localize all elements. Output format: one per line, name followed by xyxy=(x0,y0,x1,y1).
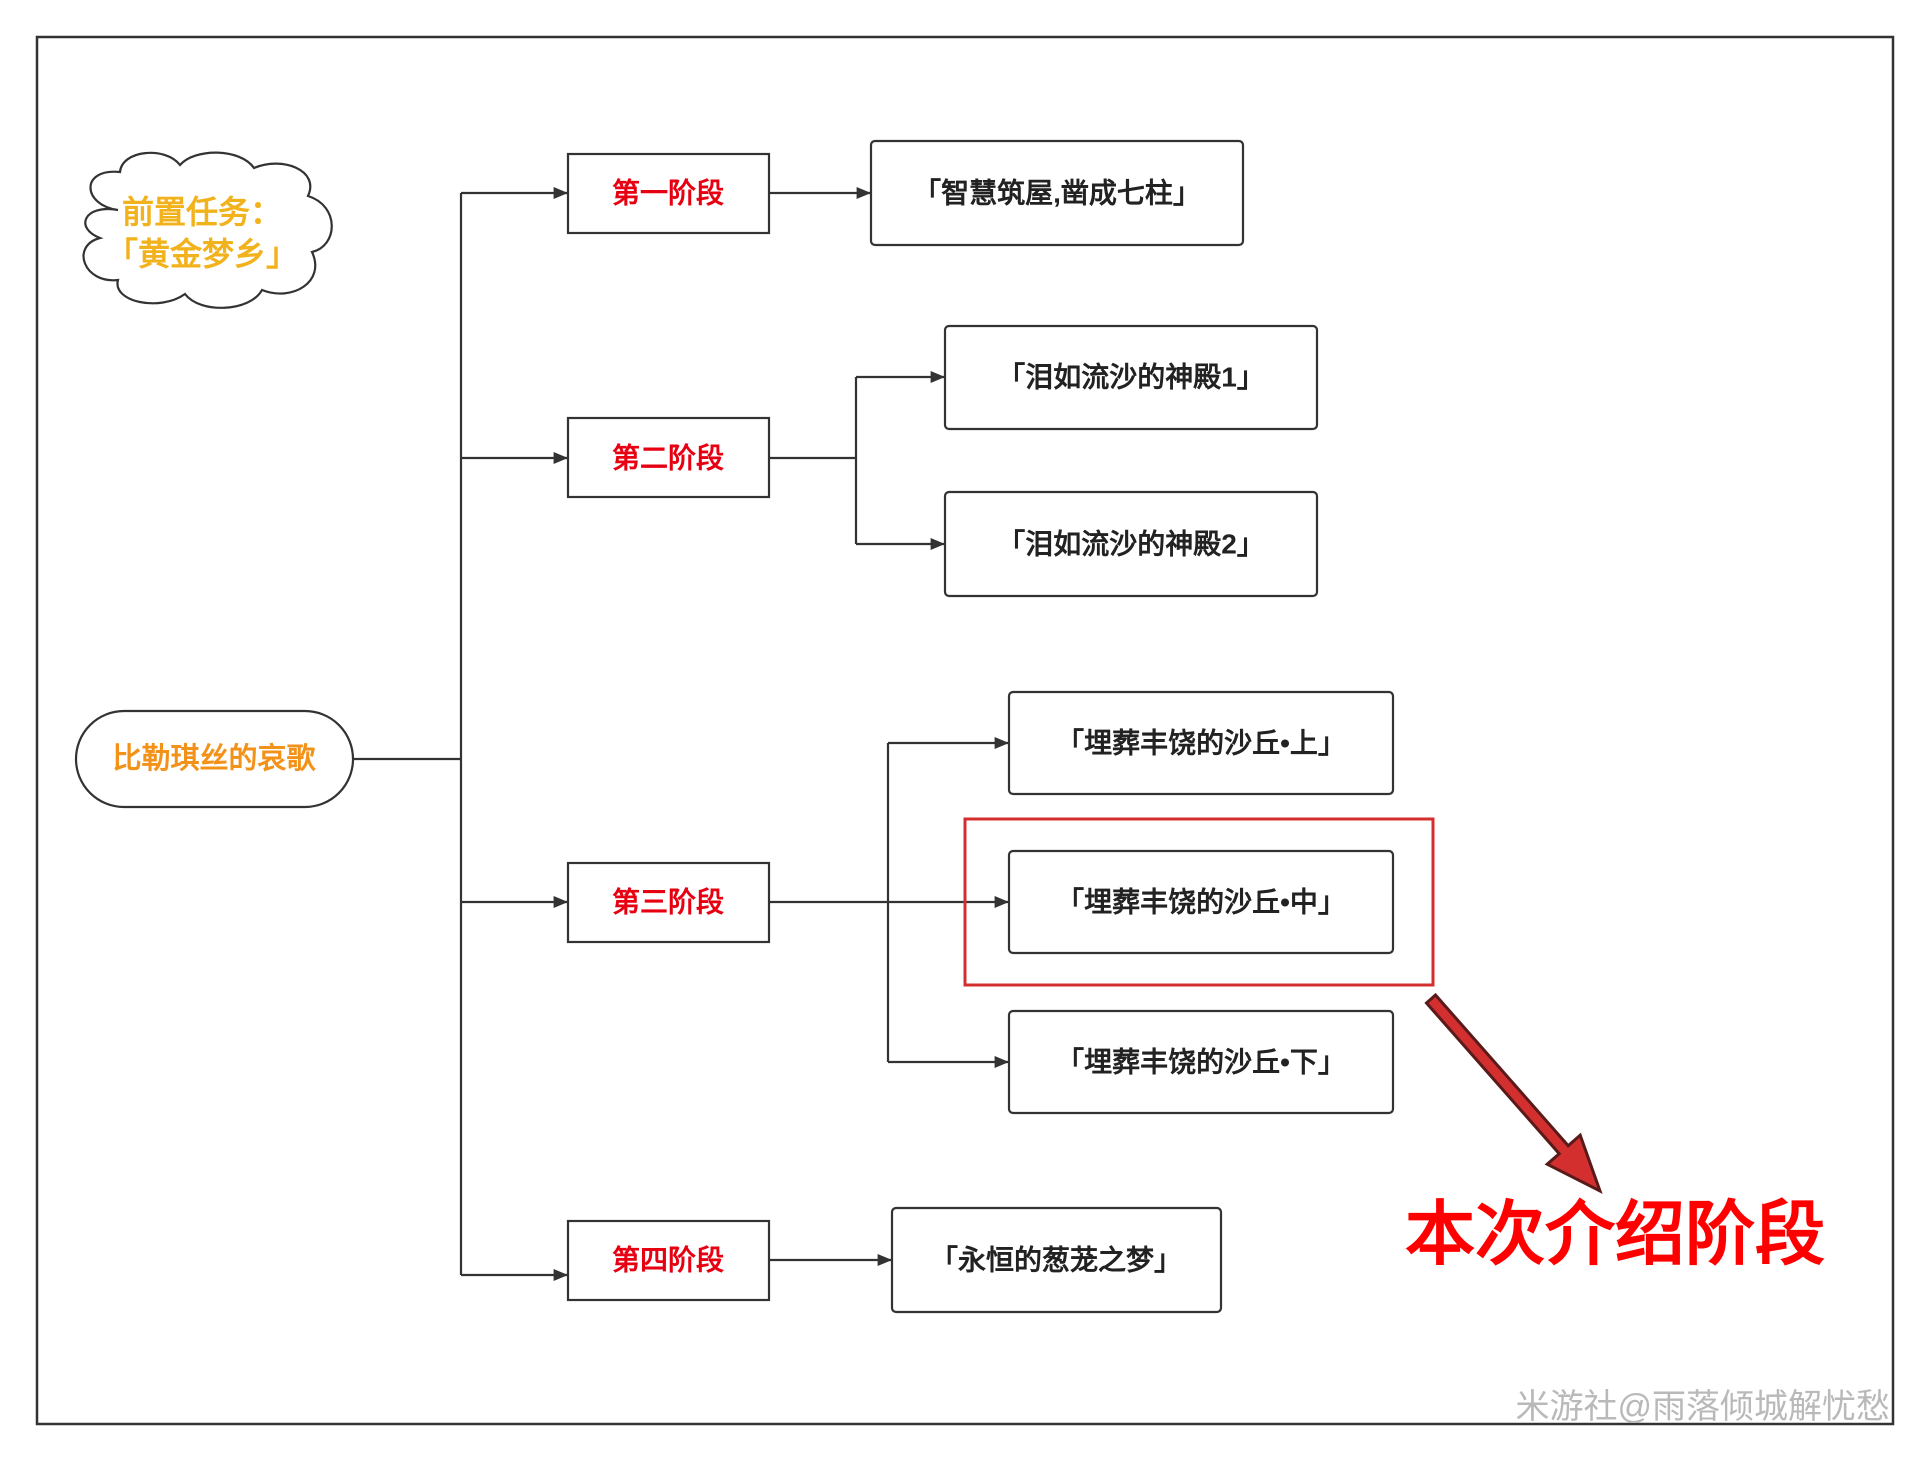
task-1-1-box xyxy=(869,139,1245,247)
task-3-3-box xyxy=(1007,1009,1395,1115)
outer-frame xyxy=(35,35,1895,1426)
stage-2: 第二阶段 「泪如流沙的神殿1」 「泪如流沙的神殿2」 xyxy=(566,324,1319,598)
root-label: 比勒琪丝的哀歌 xyxy=(112,741,316,775)
prerequisite-cloud: 前置任务： 「黄金梦乡」 xyxy=(82,151,333,309)
stage-1-label: 第一阶段 xyxy=(612,177,724,209)
prerequisite-quest-name: 「黄金梦乡」 xyxy=(106,236,298,272)
cloud-shape xyxy=(82,151,333,309)
task-3-2-label: 「埋葬丰饶的沙丘•中」 xyxy=(1056,886,1346,918)
task-3-1-box xyxy=(1007,690,1395,796)
stage-2-label: 第二阶段 xyxy=(612,442,724,474)
task-2-1-label: 「泪如流沙的神殿1」 xyxy=(997,361,1265,393)
task-4-1-label: 「永恒的葱茏之梦」 xyxy=(930,1244,1182,1276)
stage-1: 第一阶段 「智慧筑屋,凿成七柱」 xyxy=(566,139,1245,247)
callout-label: 本次介绍阶段 xyxy=(1405,1195,1825,1273)
trunk-connectors xyxy=(353,187,568,1281)
watermark: 米游社@雨落倾城解忧愁 xyxy=(1515,1388,1890,1426)
stage-3: 第三阶段 「埋葬丰饶的沙丘•上」 「埋葬丰饶的沙丘•中」 「埋葬丰饶的沙丘•下」 xyxy=(566,690,1435,1115)
callout-arrow-icon xyxy=(1424,992,1603,1195)
prerequisite-label: 前置任务： xyxy=(122,194,282,230)
stage-3-label: 第三阶段 xyxy=(612,886,724,918)
task-4-1-box xyxy=(890,1206,1223,1314)
task-3-2-box xyxy=(1007,849,1395,955)
task-2-2-box xyxy=(943,490,1319,598)
stage-4-label: 第四阶段 xyxy=(612,1244,724,1276)
task-1-1-label: 「智慧筑屋,凿成七柱」 xyxy=(913,177,1201,209)
root-node: 比勒琪丝的哀歌 xyxy=(74,709,355,809)
stage-4-box xyxy=(566,1219,771,1302)
stage-4: 第四阶段 「永恒的葱茏之梦」 xyxy=(566,1206,1223,1314)
task-2-2-label: 「泪如流沙的神殿2」 xyxy=(997,528,1265,560)
task-3-1-label: 「埋葬丰饶的沙丘•上」 xyxy=(1056,727,1346,759)
task-2-1-box xyxy=(943,324,1319,431)
current-stage-highlight xyxy=(963,817,1435,987)
task-3-3-label: 「埋葬丰饶的沙丘•下」 xyxy=(1056,1046,1346,1078)
stage-2-box xyxy=(566,416,771,499)
